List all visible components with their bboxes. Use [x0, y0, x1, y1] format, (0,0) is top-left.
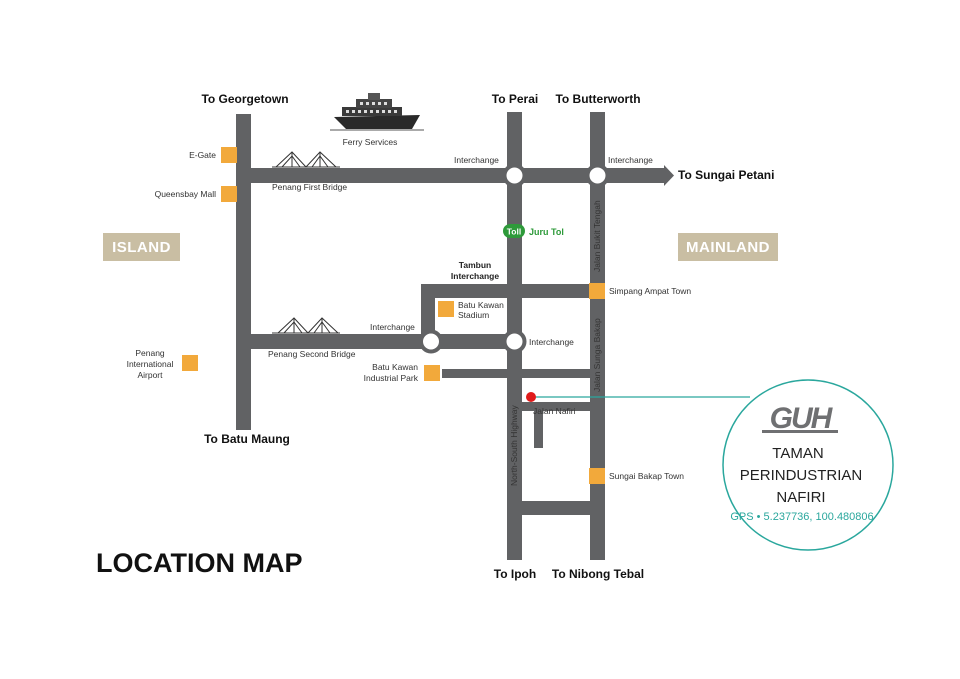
guh-logo: GUH — [762, 402, 838, 435]
location-pin — [526, 392, 536, 402]
interchange-butterworth — [585, 163, 610, 188]
interchange-batu-kawan — [502, 329, 527, 354]
dir-nibong-tebal: To Nibong Tebal — [552, 567, 644, 581]
label-jalan-bukit-tengah: Jalan Bukit Tengah — [592, 200, 602, 272]
toll-name: Juru Tol — [529, 227, 564, 237]
label-second-bridge: Penang Second Bridge — [268, 349, 356, 359]
interchange-circles — [419, 163, 610, 354]
label-ferry: Ferry Services — [343, 137, 398, 147]
road-network — [236, 112, 674, 560]
label-airport-3: Airport — [137, 370, 163, 380]
label-interchange-top-1: Interchange — [454, 155, 499, 165]
interchange-perai — [502, 163, 527, 188]
dir-batu-maung: To Batu Maung — [204, 432, 290, 446]
label-sungai-bakap: Sungai Bakap Town — [609, 471, 684, 481]
island-badge: ISLAND — [103, 233, 180, 261]
dir-perai: To Perai — [492, 92, 538, 106]
callout-name-3: NAFIRI — [776, 489, 825, 506]
mainland-label: MAINLAND — [686, 239, 770, 256]
label-industrial-2: Industrial Park — [364, 373, 419, 383]
dir-ipoh: To Ipoh — [494, 567, 536, 581]
dir-georgetown: To Georgetown — [201, 92, 288, 106]
map-title: LOCATION MAP — [96, 548, 302, 578]
marker-stadium — [438, 301, 454, 317]
label-interchange-left: Interchange — [370, 322, 415, 332]
first-bridge-icon — [272, 151, 340, 168]
second-bridge-icon — [272, 317, 340, 334]
label-first-bridge: Penang First Bridge — [272, 182, 347, 192]
marker-queensbay — [221, 186, 237, 202]
place-markers — [182, 147, 605, 484]
label-tambun-1: Tambun — [459, 260, 491, 270]
label-simpang-ampat: Simpang Ampat Town — [609, 286, 691, 296]
label-north-south-highway: North-South Highway — [509, 404, 519, 486]
marker-simpang-ampat — [589, 283, 605, 299]
label-egate: E-Gate — [189, 150, 216, 160]
label-jalan-nafiri: Jalan Nafiri — [533, 406, 576, 416]
island-label: ISLAND — [112, 239, 171, 256]
label-queensbay: Queensbay Mall — [155, 189, 217, 199]
callout-circle: GUH TAMAN PERINDUSTRIAN NAFIRI GPS • 5.2… — [722, 379, 894, 551]
label-stadium-2: Stadium — [458, 310, 489, 320]
label-airport-2: International — [127, 359, 174, 369]
callout-name-1: TAMAN — [772, 445, 823, 462]
marker-sungai-bakap — [589, 468, 605, 484]
callout-name-2: PERINDUSTRIAN — [740, 467, 863, 484]
interchange-second-bridge — [419, 329, 443, 354]
label-airport-1: Penang — [135, 348, 165, 358]
label-tambun-2: Interchange — [451, 271, 499, 281]
callout-gps: GPS • 5.237736, 100.480806 — [730, 511, 873, 523]
label-jalan-sunga-bakap: Jalan Sunga Bakap — [592, 318, 602, 392]
dir-sungai-petani: To Sungai Petani — [678, 168, 774, 182]
label-stadium-1: Batu Kawan — [458, 300, 504, 310]
label-interchange-right: Interchange — [529, 337, 574, 347]
toll-badge: Toll Juru Tol — [503, 224, 564, 238]
toll-badge-label: Toll — [507, 227, 521, 237]
dir-butterworth: To Butterworth — [555, 92, 640, 106]
marker-industrial-park — [424, 365, 440, 381]
ferry-icon — [330, 93, 424, 131]
guh-logo-text: GUH — [770, 402, 834, 435]
mainland-badge: MAINLAND — [678, 233, 778, 261]
marker-airport — [182, 355, 198, 371]
marker-egate — [221, 147, 237, 163]
label-industrial-1: Batu Kawan — [372, 362, 418, 372]
label-interchange-top-2: Interchange — [608, 155, 653, 165]
